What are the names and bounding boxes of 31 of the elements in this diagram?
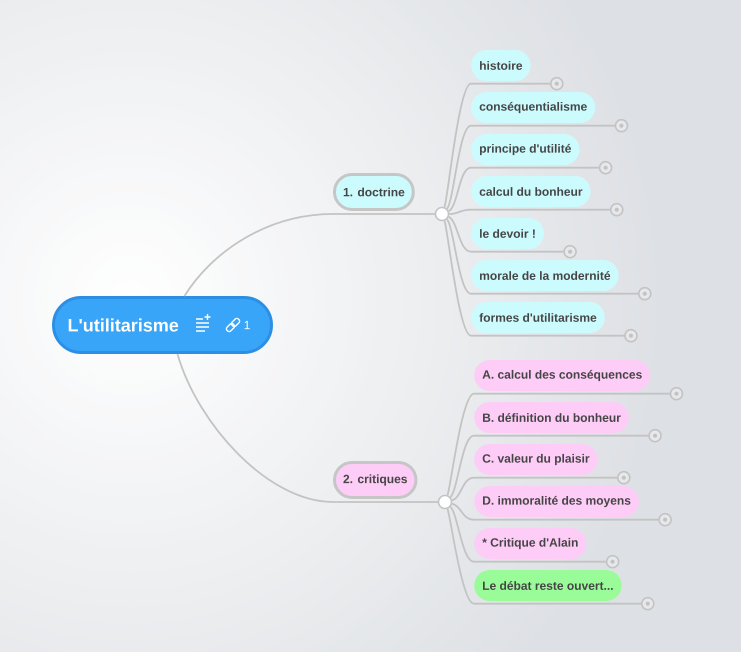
link-count: 1	[244, 320, 250, 330]
subtopic: * Critique d'Alain	[474, 528, 607, 563]
connector	[444, 220, 472, 336]
main-topic: 1. doctrine	[333, 173, 436, 215]
subtopic: morale de la modernité	[471, 260, 639, 295]
subtopic: le devoir !	[471, 218, 564, 253]
connector	[450, 434, 474, 498]
connector	[446, 218, 472, 295]
subtopic: C. valeur du plaisir	[474, 444, 618, 479]
connector	[448, 216, 472, 253]
subtopic: B. définition du bonheur	[474, 402, 650, 437]
connector	[446, 392, 474, 496]
subtopic: histoire	[471, 50, 551, 85]
subtopic: calcul du bonheur	[471, 176, 611, 211]
subtopic: principe d'utilité	[471, 134, 600, 169]
connector	[184, 213, 334, 296]
connector	[452, 502, 474, 521]
connector	[176, 354, 334, 503]
connector	[448, 166, 472, 212]
subtopic: formes d'utilitarisme	[471, 302, 625, 337]
subtopic: conséquentialisme	[471, 92, 616, 127]
main-topic: 2. critiques	[333, 461, 438, 503]
connector	[446, 124, 472, 210]
subtopic: Le débat reste ouvert...	[474, 570, 642, 605]
connector	[450, 506, 474, 563]
connector	[446, 508, 474, 604]
subtopic: D. immoralité des moyens	[474, 486, 660, 521]
connector	[449, 208, 472, 215]
connector	[444, 82, 472, 208]
subtopic: A. calcul des conséquences	[474, 360, 670, 395]
connector	[452, 476, 474, 502]
